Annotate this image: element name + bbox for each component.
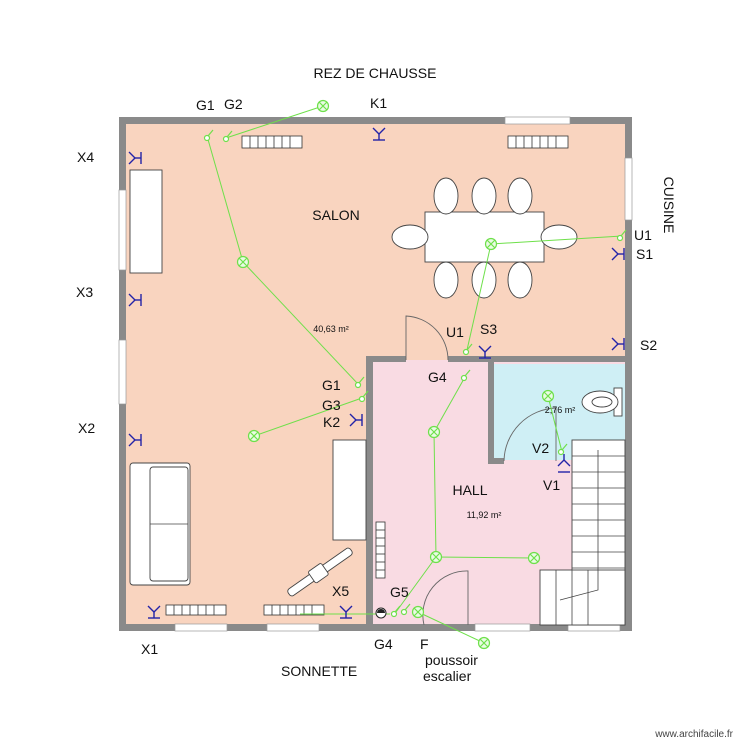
switch-icon [358, 390, 369, 403]
socket-icon [611, 337, 625, 351]
furniture [129, 169, 626, 626]
lamp-icon [541, 389, 555, 403]
socket-icon [611, 247, 625, 261]
switch-icon [616, 229, 627, 242]
radiator-bottom-left [165, 604, 227, 616]
label-x2: X2 [78, 420, 95, 436]
socket-icon [147, 605, 161, 619]
label-g3: G3 [322, 397, 341, 413]
switch-icon [354, 376, 365, 389]
label-g5: G5 [390, 584, 409, 600]
cabinet-right [332, 439, 367, 541]
label-escalier: escalier [423, 668, 472, 684]
room-area-salon: 40,63 m² [313, 324, 349, 334]
label-f: F [420, 636, 429, 652]
socket-icon [128, 433, 142, 447]
lamp-icon [527, 551, 541, 565]
inner-walls [366, 356, 632, 631]
label-s3: S3 [480, 321, 497, 337]
radiator-bottom-mid [263, 604, 325, 616]
radiator-top-right [507, 135, 569, 149]
label-g4-bottom: G4 [374, 636, 393, 652]
label-g1-top: G1 [196, 97, 215, 113]
switch-icon [390, 605, 401, 618]
wiring [206, 105, 623, 644]
room-name-hall: HALL [452, 482, 487, 498]
room-area-wc: 2,76 m² [545, 405, 576, 415]
label-v2: V2 [532, 440, 549, 456]
label-x1: X1 [141, 641, 158, 657]
label-u1-right: U1 [634, 227, 652, 243]
sockets [128, 127, 625, 619]
switch-icon [462, 343, 473, 356]
lamp-icon [484, 237, 498, 251]
switch-icon [400, 603, 411, 616]
socket-icon [478, 345, 492, 359]
switch-icon [222, 130, 233, 143]
toilet [581, 387, 623, 417]
label-k2: K2 [323, 414, 340, 430]
cuisine-label: CUISINE [661, 177, 677, 234]
doorbell-icon [375, 607, 387, 619]
label-sonnette: SONNETTE [281, 663, 357, 679]
label-g1-mid: G1 [322, 377, 341, 393]
socket-icon [128, 293, 142, 307]
lamp-icon [236, 255, 250, 269]
footer-credit: www.archifacile.fr [654, 729, 733, 740]
bench [287, 547, 353, 597]
radiators [165, 135, 569, 616]
label-v1: V1 [543, 477, 560, 493]
sofa [129, 462, 191, 586]
socket-icon [128, 151, 142, 165]
lamp-icon [427, 425, 441, 439]
socket-icon [372, 127, 386, 141]
switch-icon [203, 129, 214, 142]
lamp-icon [429, 550, 443, 564]
windows [118, 116, 633, 632]
room-name-salon: SALON [312, 207, 359, 223]
label-poussoir: poussoir [425, 652, 478, 668]
cabinet-left [129, 169, 163, 274]
socket-icon [557, 454, 571, 473]
label-s1: S1 [636, 246, 653, 262]
label-x4: X4 [77, 149, 94, 165]
lamp-icon [477, 636, 491, 650]
socket-icon [339, 605, 353, 619]
radiator-top-left [241, 135, 303, 149]
label-x3: X3 [76, 284, 93, 300]
plan-title: REZ DE CHAUSSE [314, 65, 437, 81]
dining-table [391, 177, 578, 299]
room-area-hall: 11,92 m² [467, 510, 502, 520]
switch-icon [557, 443, 568, 456]
label-g2: G2 [224, 96, 243, 112]
lamp-icon [316, 99, 330, 113]
socket-icon [349, 413, 363, 427]
label-x5: X5 [332, 583, 349, 599]
label-k1: K1 [370, 95, 387, 111]
label-g4-mid: G4 [428, 369, 447, 385]
staircase [539, 439, 626, 626]
switch-icon [460, 369, 471, 382]
lamp-icon [411, 605, 425, 619]
lamp-icon [247, 429, 261, 443]
radiator-hall [375, 521, 386, 579]
lamps [236, 99, 555, 650]
label-u1-mid: U1 [446, 324, 464, 340]
switches [203, 129, 627, 618]
label-s2: S2 [640, 337, 657, 353]
